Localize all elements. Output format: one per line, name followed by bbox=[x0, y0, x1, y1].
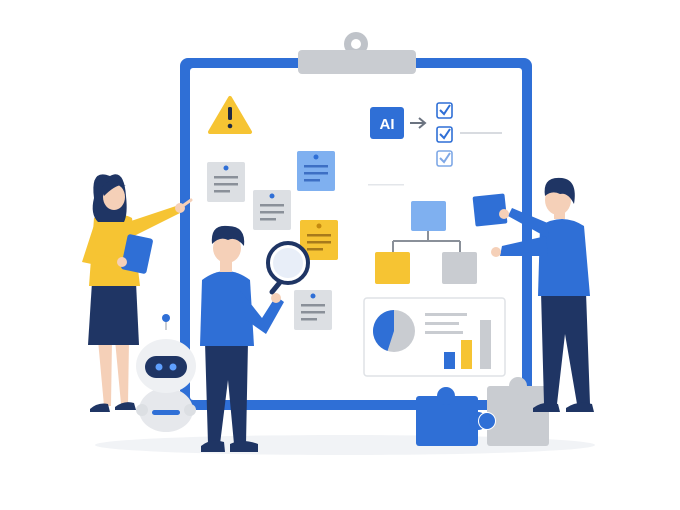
chart-card bbox=[363, 297, 506, 377]
flowchart-icon bbox=[375, 201, 477, 284]
warning-icon bbox=[208, 96, 252, 134]
sticky-note-gray-2 bbox=[253, 190, 291, 230]
bar-chart-icon bbox=[444, 320, 491, 369]
checkbox-icon bbox=[436, 126, 502, 143]
tablet-icon bbox=[121, 234, 153, 274]
ai-badge-label: AI bbox=[380, 116, 395, 133]
person-woman-with-tablet bbox=[82, 174, 193, 412]
sticky-note-blue bbox=[297, 151, 335, 191]
robot-icon bbox=[136, 314, 196, 432]
person-man-with-magnifier bbox=[200, 225, 310, 452]
pie-chart-icon bbox=[373, 310, 415, 352]
checkbox-icon bbox=[436, 102, 453, 119]
checklist bbox=[436, 102, 502, 167]
sticky-note-gray-1 bbox=[207, 162, 245, 202]
pie-chart-slice bbox=[373, 310, 394, 351]
sticky-note-yellow bbox=[300, 220, 338, 260]
sticky-note-held bbox=[472, 193, 508, 227]
divider-line bbox=[368, 184, 404, 186]
puzzle-piece-icon bbox=[416, 387, 487, 446]
puzzle-piece-icon bbox=[478, 377, 549, 446]
person-man-placing-note bbox=[472, 177, 594, 412]
clipboard-clip bbox=[298, 32, 416, 74]
magnifying-glass-icon bbox=[266, 241, 310, 295]
checkbox-icon bbox=[436, 150, 453, 167]
arrow-right-icon bbox=[410, 117, 427, 129]
ai-badge-icon: AI bbox=[370, 107, 404, 139]
sticky-note-gray-3 bbox=[294, 290, 332, 330]
